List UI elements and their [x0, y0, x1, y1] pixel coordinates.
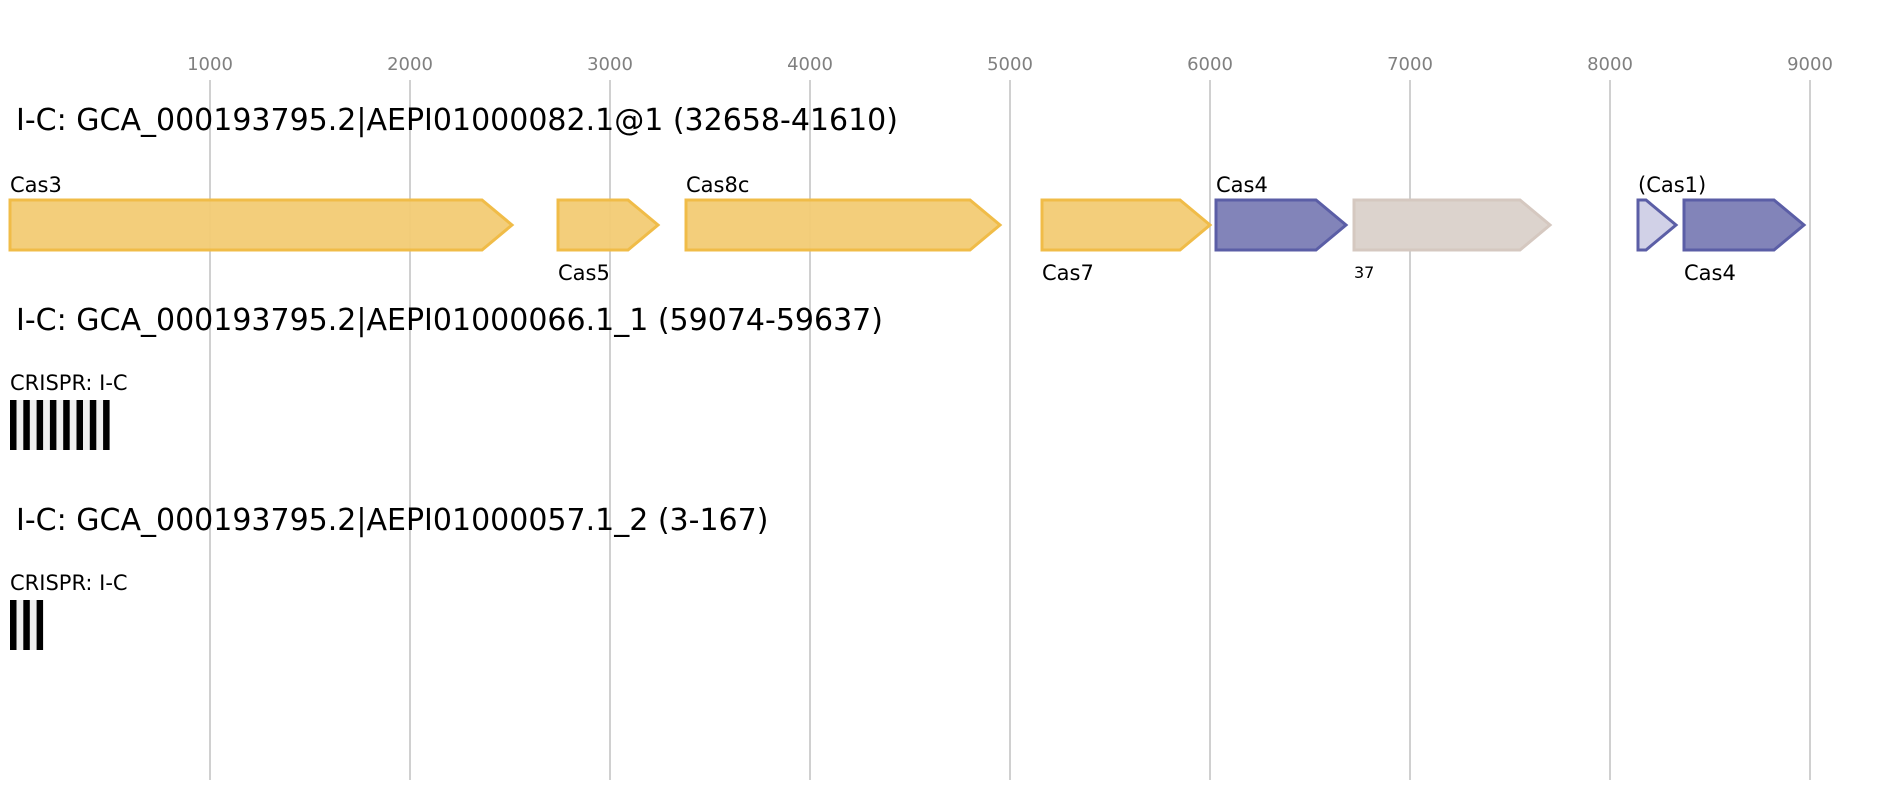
- crispr-label: CRISPR: I-C: [10, 371, 128, 395]
- tick-label: 4000: [787, 54, 833, 75]
- crispr-repeat: [36, 600, 44, 650]
- crispr-repeat: [23, 600, 30, 650]
- tick-label: 1000: [187, 54, 233, 75]
- crispr-repeat: [76, 400, 83, 450]
- tick-label: 5000: [987, 54, 1033, 75]
- gene-arrow-cas4: [1214, 198, 1349, 252]
- crispr-repeat: [63, 400, 70, 450]
- gene-label: Cas4: [1684, 261, 1736, 285]
- tick-label: 8000: [1587, 54, 1633, 75]
- tick-label: 9000: [1787, 54, 1833, 75]
- locus-title: I-C: GCA_000193795.2|AEPI01000057.1_2 (3…: [16, 503, 768, 538]
- crispr-label: CRISPR: I-C: [10, 571, 128, 595]
- gene-arrow-cas5: [556, 198, 661, 252]
- gene-arrow-cas1: [1636, 198, 1679, 252]
- crispr-repeat: [103, 400, 110, 450]
- tick-label: 3000: [587, 54, 633, 75]
- gene-arrow-37: [1352, 198, 1553, 252]
- gene-arrow-cas3: [8, 198, 515, 252]
- crispr-repeat: [36, 400, 44, 450]
- tick-label: 6000: [1187, 54, 1233, 75]
- locus-title: I-C: GCA_000193795.2|AEPI01000066.1_1 (5…: [16, 303, 883, 338]
- gene-arrow-cas7: [1040, 198, 1213, 252]
- crispr-repeat: [10, 600, 17, 650]
- gene-label: Cas8c: [686, 173, 749, 197]
- gene-label: 37: [1354, 263, 1374, 282]
- gene-label: Cas5: [558, 261, 610, 285]
- gene-label: Cas4: [1216, 173, 1268, 197]
- crispr-repeat: [49, 400, 57, 450]
- gene-arrow-cas8c: [684, 198, 1003, 252]
- tick-label: 2000: [387, 54, 433, 75]
- crispr-repeat: [10, 400, 17, 450]
- gene-label: Cas3: [10, 173, 62, 197]
- locus-title: I-C: GCA_000193795.2|AEPI01000082.1@1 (3…: [16, 103, 898, 138]
- crispr-repeat: [89, 400, 97, 450]
- gene-label: Cas7: [1042, 261, 1094, 285]
- gene-arrow-cas4: [1682, 198, 1807, 252]
- crispr-repeat: [23, 400, 30, 450]
- tick-label: 7000: [1387, 54, 1433, 75]
- gene-label: (Cas1): [1638, 173, 1706, 197]
